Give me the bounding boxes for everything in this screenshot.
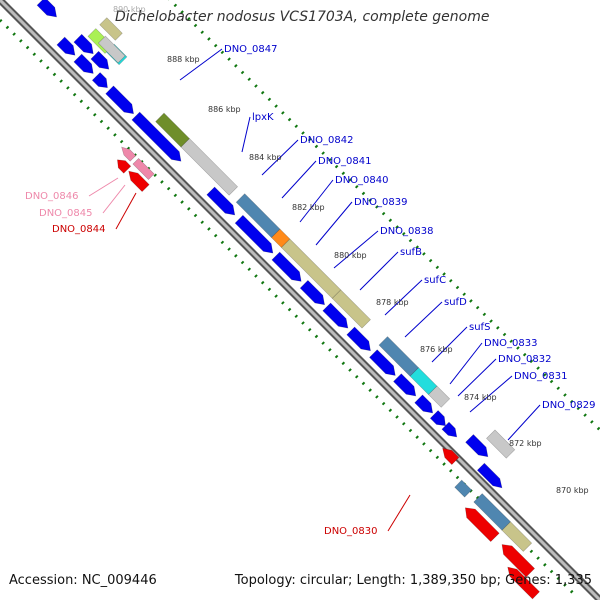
gene-label[interactable]: sufC xyxy=(424,275,446,286)
gene-labels: DNO_0847 lpxK DNO_0842DNO_0841DNO_0840DNO_… xyxy=(25,44,596,537)
label-leader xyxy=(281,160,317,199)
cds-forward xyxy=(441,421,458,438)
cds-reverse xyxy=(501,544,536,578)
gene-label[interactable]: DNO_0831 xyxy=(514,371,568,382)
cds-forward xyxy=(105,85,134,115)
label-leader xyxy=(457,358,497,397)
topology-text: Topology: circular; Length: 1,389,350 bp… xyxy=(234,573,592,588)
tick-label: 884 kbp xyxy=(249,153,282,162)
tick-label: 874 kbp xyxy=(464,393,497,402)
feature-pink xyxy=(121,146,137,162)
gene-label[interactable]: DNO_0842 xyxy=(300,135,354,146)
tick-label: 882 kbp xyxy=(292,203,325,212)
feature-pink xyxy=(132,157,155,181)
tick-label: 878 kbp xyxy=(376,298,409,307)
cds-forward xyxy=(91,72,108,89)
cds-reverse xyxy=(128,170,150,193)
feature-khaki xyxy=(331,289,371,329)
label-leader xyxy=(404,301,443,338)
label-leader xyxy=(299,179,334,223)
gene-label[interactable]: sufS xyxy=(469,322,490,333)
tick-label: 888 kbp xyxy=(167,55,200,64)
cds-forward xyxy=(476,462,503,489)
feature-grey xyxy=(180,138,239,196)
cds-forward xyxy=(393,373,417,397)
gene-label[interactable]: DNO_0847 xyxy=(224,44,278,55)
tick-label: 872 kbp xyxy=(509,439,542,448)
cds-reverse xyxy=(507,566,540,600)
cds-forward xyxy=(429,410,446,427)
label-leader xyxy=(261,139,299,176)
feature-grey xyxy=(97,35,126,64)
gene-label[interactable]: DNO_0833 xyxy=(484,338,538,349)
tick-label: 880 kbp xyxy=(334,251,367,260)
cds-forward xyxy=(73,33,94,55)
gene-label[interactable]: DNO_0844 xyxy=(52,224,106,235)
label-leader xyxy=(241,116,251,153)
label-leader-lines xyxy=(88,48,541,532)
cds-reverse xyxy=(464,507,500,543)
cds-forward xyxy=(369,349,396,376)
label-leader xyxy=(315,201,353,246)
label-leader xyxy=(449,342,483,385)
label-leader xyxy=(431,326,468,363)
feature-steelblue xyxy=(454,479,473,498)
gene-label[interactable]: DNO_0840 xyxy=(335,175,389,186)
gene-label[interactable]: DNO_0845 xyxy=(39,208,93,219)
cds-reverse xyxy=(442,447,460,466)
tick-label: 886 kbp xyxy=(208,105,241,114)
cds-forward xyxy=(346,326,371,352)
cds-forward xyxy=(73,53,94,74)
feature-grey xyxy=(486,429,516,459)
label-leader xyxy=(179,48,223,81)
cds-forward xyxy=(56,36,76,56)
cds-forward xyxy=(206,186,236,216)
tick-labels: 890 kbp 888 kbp 886 kbp 884 kbp 882 kbp 880 k… xyxy=(113,5,589,495)
label-leader xyxy=(115,192,137,230)
gene-label[interactable]: DNO_0841 xyxy=(318,156,372,167)
cds-forward xyxy=(414,394,434,414)
cds-forward xyxy=(131,111,182,162)
gene-label[interactable]: sufB xyxy=(400,247,422,258)
cds-forward xyxy=(271,251,302,282)
cds-forward xyxy=(465,434,489,458)
label-leader xyxy=(359,251,399,291)
label-leader xyxy=(333,230,379,269)
gene-label[interactable]: lpxK xyxy=(252,112,274,123)
gene-label[interactable]: DNO_0832 xyxy=(498,354,552,365)
label-leader xyxy=(387,494,411,532)
cds-forward xyxy=(90,50,110,70)
feature-grey xyxy=(428,385,451,408)
label-leader xyxy=(507,404,541,441)
feature-khaki xyxy=(99,17,123,41)
cds-reverse xyxy=(117,159,132,174)
tick-label: 890 kbp xyxy=(113,5,146,14)
cds-forward xyxy=(322,302,349,329)
label-leader xyxy=(102,184,126,214)
cds-forward xyxy=(299,279,325,306)
tick-label: 870 kbp xyxy=(556,486,589,495)
gene-features xyxy=(36,0,540,600)
tick-label: 876 kbp xyxy=(420,345,453,354)
feature-khaki xyxy=(501,521,533,552)
label-leader xyxy=(469,375,513,413)
cds-forward xyxy=(36,0,57,18)
label-leader xyxy=(88,177,119,197)
gene-label[interactable]: DNO_0846 xyxy=(25,191,79,202)
accession-text: Accession: NC_009446 xyxy=(9,573,157,588)
gene-label[interactable]: sufD xyxy=(444,297,467,308)
gene-label[interactable]: DNO_0829 xyxy=(542,400,596,411)
genome-title: Dichelobacter nodosus VCS1703A, complete… xyxy=(115,9,490,25)
gene-label[interactable]: DNO_0838 xyxy=(380,226,434,237)
gene-label[interactable]: DNO_0830 xyxy=(324,526,378,537)
cds-forward xyxy=(234,214,274,254)
label-leader xyxy=(384,279,423,316)
gene-label[interactable]: DNO_0839 xyxy=(354,197,408,208)
